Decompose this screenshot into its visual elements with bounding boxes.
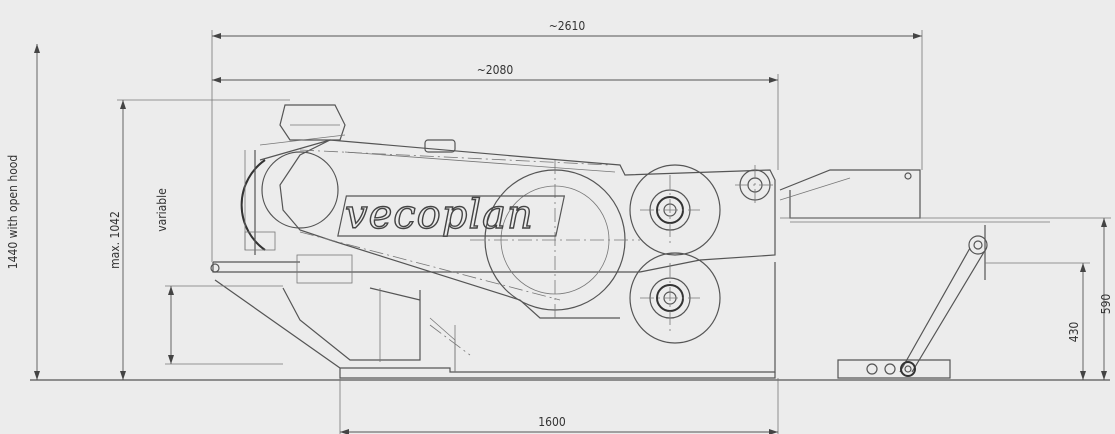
dimension-base-length: 1600 — [339, 378, 779, 434]
dimension-infeed-height: 590 — [1050, 217, 1113, 380]
dim-label-base-length: 1600 — [538, 415, 566, 429]
rotor — [470, 160, 640, 320]
feed-roller-lower — [629, 252, 721, 344]
support-stand — [837, 225, 988, 379]
dimension-max-height: max. 1042 — [108, 99, 290, 380]
dim-label-outfeed-height: 430 — [1067, 322, 1081, 343]
dim-label-variable-height: variable — [155, 188, 169, 232]
dim-label-overall-length: ~2610 — [549, 19, 586, 33]
dimension-body-length: ~2080 — [212, 63, 779, 170]
dim-label-infeed-height: 590 — [1099, 294, 1113, 315]
dimension-variable-height: variable — [155, 188, 283, 365]
dim-label-max-height: max. 1042 — [108, 211, 122, 269]
dimension-overall-length: ~2610 — [211, 19, 923, 262]
machine-body — [210, 104, 776, 379]
dimension-outfeed-height: 430 — [985, 262, 1090, 380]
feed-roller-upper — [629, 164, 721, 256]
brand-logo: vecoplan — [345, 192, 534, 238]
infeed-chute — [779, 169, 1050, 223]
dimension-height-open-hood: 1440 with open hood — [6, 44, 40, 380]
motor — [240, 104, 346, 255]
dim-label-body-length: ~2080 — [477, 63, 514, 77]
dim-label-height-open-hood: 1440 with open hood — [6, 155, 20, 270]
